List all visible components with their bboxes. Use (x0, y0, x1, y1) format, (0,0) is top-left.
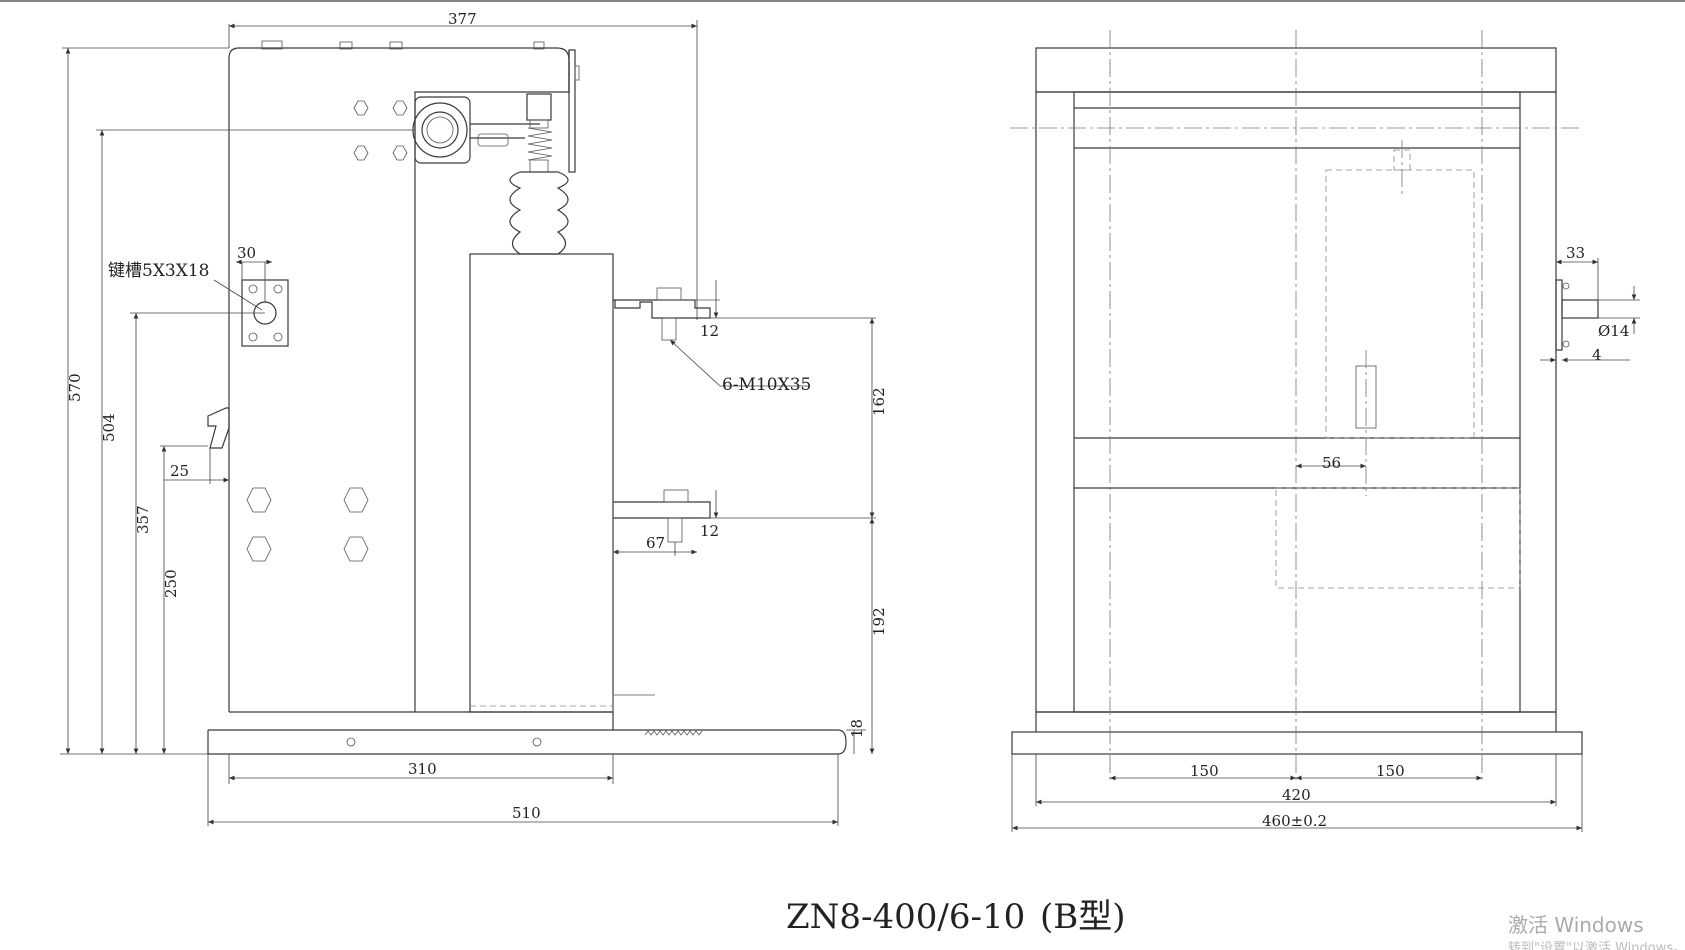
watermark-line1: 激活 Windows (1508, 913, 1644, 937)
dim-162: 162 (870, 387, 888, 416)
dim-357: 357 (134, 505, 152, 534)
side-view-dimension-labels: 33 Ø14 4 56 150 150 420 460±0.2 (1190, 244, 1629, 830)
side-view (1010, 30, 1640, 832)
dim-192: 192 (870, 607, 888, 636)
front-view (60, 20, 876, 826)
dim-510: 510 (512, 804, 541, 822)
drawing-title: ZN8-400/6-10 (B型) (786, 897, 1126, 937)
dim-377: 377 (448, 10, 477, 28)
dim-310: 310 (408, 760, 437, 778)
hex-nut-icon (246, 487, 369, 562)
keyway-label: 键槽5X3X18 (108, 261, 209, 281)
watermark-line2: 转到"设置"以激活 Windows。 (1508, 941, 1685, 950)
dim-30: 30 (237, 244, 256, 262)
dim-12-upper: 12 (700, 322, 719, 340)
dim-570: 570 (66, 373, 84, 402)
dim-56: 56 (1322, 454, 1341, 472)
title-model: ZN8-400/6-10 (786, 897, 1025, 937)
base-plate (207, 694, 847, 755)
dim-67: 67 (646, 534, 665, 552)
hex-nut-icon (353, 100, 408, 161)
dim-12-lower: 12 (700, 522, 719, 540)
dim-250: 250 (162, 569, 180, 598)
interrupter-body (469, 253, 614, 713)
dim-460: 460±0.2 (1262, 812, 1327, 830)
spring-insulator (509, 93, 569, 255)
dim-150-right: 150 (1376, 762, 1405, 780)
dim-33: 33 (1566, 244, 1585, 262)
shaft-disc (412, 96, 540, 164)
activation-watermark: 激活 Windows 转到"设置"以激活 Windows。 (1508, 913, 1685, 950)
dim-dia14: Ø14 (1598, 322, 1629, 340)
bolt-label: 6-M10X35 (722, 375, 811, 395)
dim-504: 504 (100, 413, 118, 442)
upper-terminal (613, 287, 720, 341)
dim-150-left: 150 (1190, 762, 1219, 780)
handle (207, 407, 230, 449)
dim-25: 25 (170, 462, 189, 480)
title-variant: (B型) (1040, 897, 1126, 937)
dim-18: 18 (848, 719, 866, 738)
dim-420: 420 (1282, 786, 1311, 804)
front-view-dimension-labels: 377 30 键槽5X3X18 6-M10X35 570 504 357 250… (66, 10, 888, 822)
dim-4: 4 (1592, 346, 1602, 364)
